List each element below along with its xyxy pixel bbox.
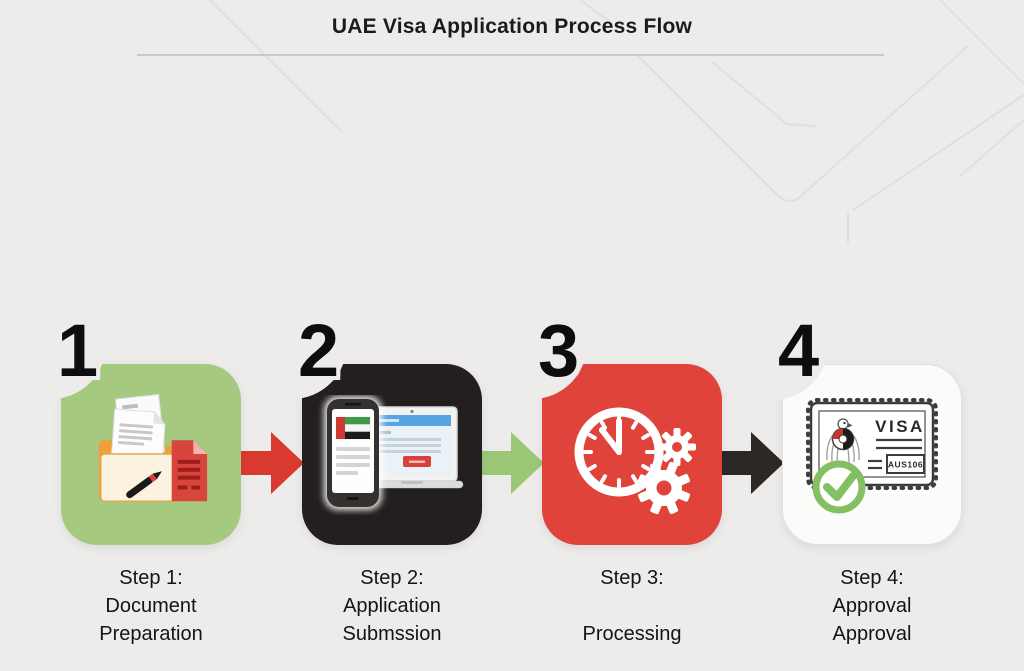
step-4-label: Step 4: Approval Approval [752,564,992,648]
pen [126,470,162,498]
laptop [358,405,464,488]
step-2-label-line3: Submssion [342,623,442,645]
step-3-box [477,289,722,545]
title-divider [137,54,884,56]
step-2-label: Step 2: Application Submssion [272,564,512,648]
step-1-box [0,289,241,545]
arrow-shape [719,432,784,494]
arrow-shape [239,432,304,494]
step-3-label-line3: Processing [582,623,682,645]
step-3: 3 [477,289,722,645]
step-3-number: 3 [538,309,580,392]
clock-gears-icon [574,407,696,514]
step-3-label-line1: Step 3: [600,567,664,589]
visa-stamp-icon: VISA AUS106 [806,397,938,513]
visa-stamp: VISA AUS106 [806,397,938,513]
step-2-label-line2: Application [343,595,441,617]
arrow-step1-to-step2 [239,432,304,494]
step-3-label-line2 [512,592,752,620]
red-document [171,439,208,501]
step-1-label-line2: Document [105,595,197,617]
smartphone [327,398,379,507]
step-1: 1 [0,289,241,645]
uae-flag [335,416,371,439]
folder-front [100,452,179,502]
step-1-label-line3: Preparation [99,623,203,645]
step-2-label-line1: Step 2: [360,567,424,589]
clock [574,407,664,496]
step-2-number: 2 [298,309,340,392]
approval-check-icon [812,460,866,513]
step-4-label-line1: Step 4: [840,567,904,589]
visa-text: VISA [875,417,925,436]
gear-large [637,461,691,514]
page-title: UAE Visa Application Process Flow [331,15,693,38]
phone-laptop-icon [324,395,464,510]
arrow-shape [479,432,544,494]
folder-documents-icon [98,393,208,502]
step-1-label: Step 1: Document Preparation [31,564,271,648]
step-4: 4 [718,290,962,645]
step-4-label-line2: Approval [832,595,912,617]
gear-small [658,427,696,466]
step-2: 2 [237,289,482,645]
step-1-number: 1 [57,309,99,392]
step-1-label-line1: Step 1: [119,567,183,589]
arrow-step3-to-step4 [719,432,784,494]
visa-code-text: AUS106 [888,459,923,469]
step-3-label: Step 3: Processing [512,564,752,648]
step-4-label-line3: Approval [832,623,912,645]
arrow-step2-to-step3 [479,432,544,494]
step-4-number: 4 [778,309,820,392]
